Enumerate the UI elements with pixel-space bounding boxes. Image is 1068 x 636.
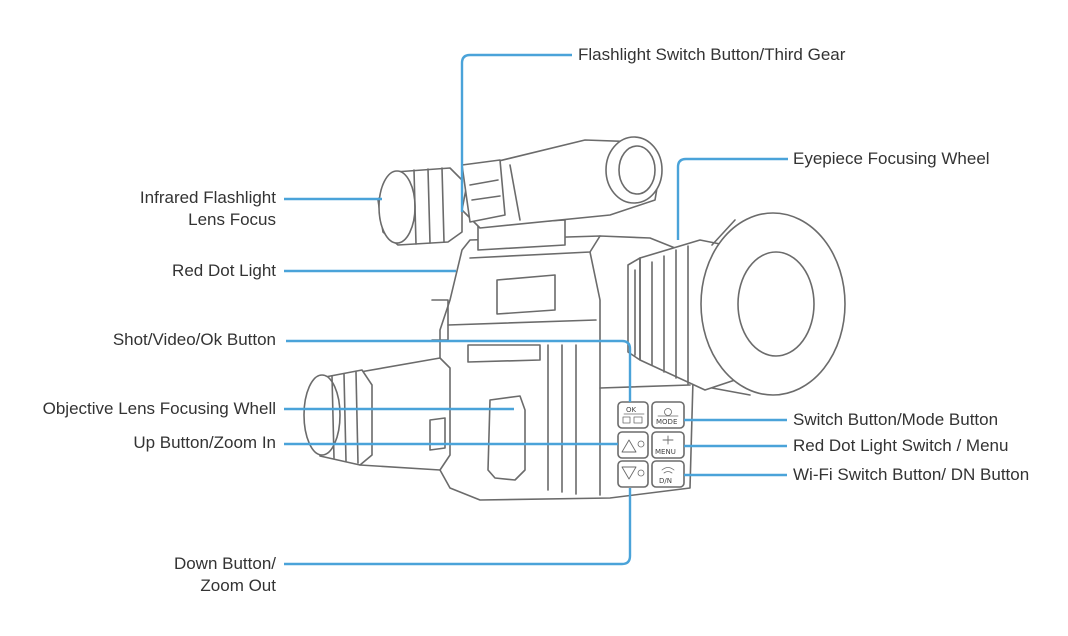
label-flashlight-switch: Flashlight Switch Button/Third Gear xyxy=(578,45,846,64)
zoom-in-icon xyxy=(637,440,645,448)
up-triangle-icon xyxy=(621,439,637,453)
wifi-icon xyxy=(661,467,675,474)
key-menu-label: MENU xyxy=(655,448,676,456)
menu-star-icon xyxy=(662,435,674,445)
label-switch-mode: Switch Button/Mode Button xyxy=(793,410,999,429)
label-infrared-focus: Infrared Flashlight Lens Focus xyxy=(140,187,276,231)
label-eyepiece-focus: Eyepiece Focusing Wheel xyxy=(793,149,990,168)
key-dn-label: D/N xyxy=(659,477,672,485)
label-red-dot-switch: Red Dot Light Switch / Menu xyxy=(793,436,1009,455)
label-down-button: Down Button/ Zoom Out xyxy=(174,553,276,597)
device-drawing: OK MODE MENU D/N xyxy=(303,136,846,501)
label-infrared-line2: Lens Focus xyxy=(188,210,276,229)
label-shot-button: Shot/Video/Ok Button xyxy=(112,330,276,349)
label-down-line2: Zoom Out xyxy=(200,576,276,595)
label-objective-focus: Objective Lens Focusing Whell xyxy=(42,399,276,418)
key-mode-label: MODE xyxy=(656,418,677,426)
keypad: OK MODE MENU D/N xyxy=(617,401,685,488)
leader-lines xyxy=(284,53,788,566)
label-infrared-line1: Infrared Flashlight xyxy=(139,188,276,207)
label-red-dot-light: Red Dot Light xyxy=(172,261,276,280)
label-wifi-switch: Wi-Fi Switch Button/ DN Button xyxy=(793,465,1030,484)
down-triangle-icon xyxy=(621,466,637,480)
label-down-line1: Down Button/ xyxy=(173,554,276,573)
label-up-button: Up Button/Zoom In xyxy=(133,433,276,452)
leader-eyepiece-focus xyxy=(676,157,788,240)
key-ok-label: OK xyxy=(626,406,637,414)
leader-shot-button xyxy=(286,339,632,402)
leader-flashlight-switch xyxy=(460,53,572,212)
power-icon xyxy=(664,408,672,416)
zoom-out-icon xyxy=(637,469,645,477)
leader-down-button xyxy=(284,488,632,566)
